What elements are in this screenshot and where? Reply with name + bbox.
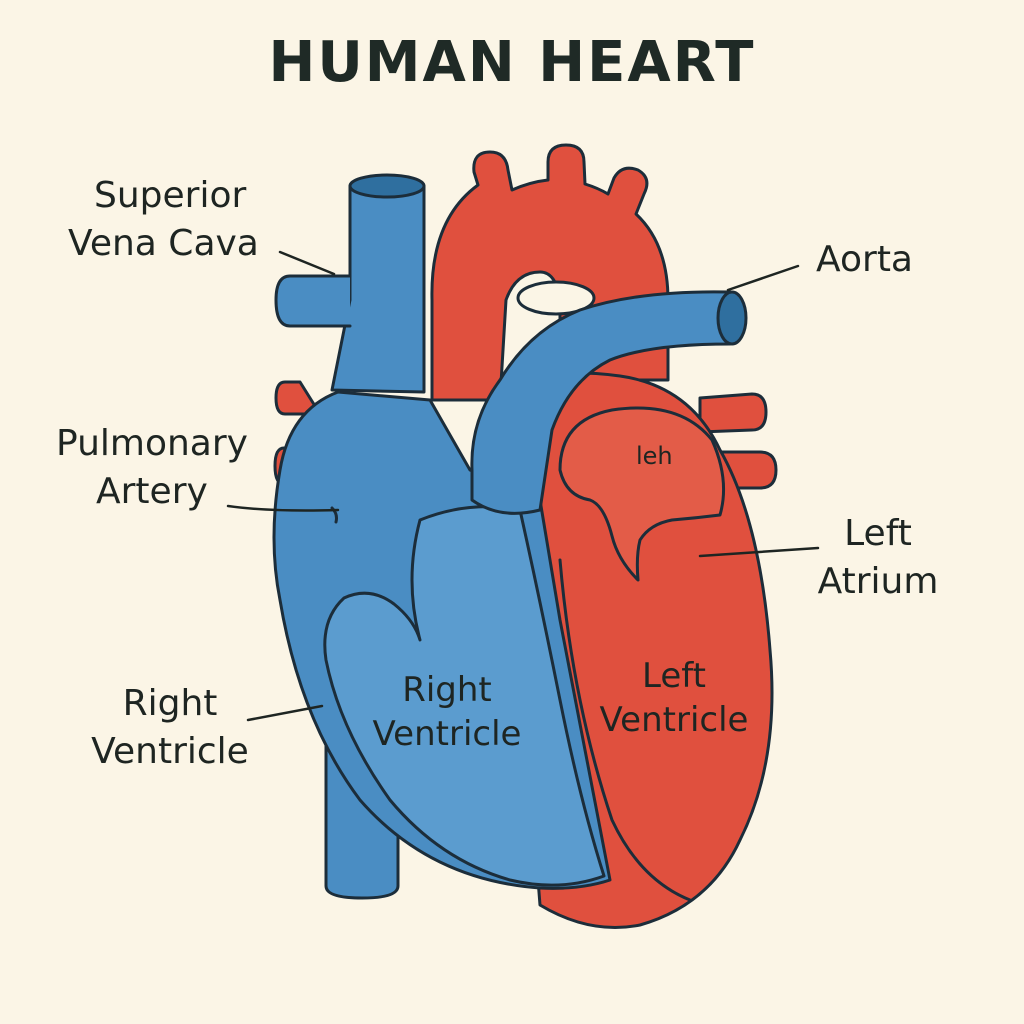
leader-aorta xyxy=(726,264,800,292)
superior-vena-cava-opening xyxy=(348,173,426,199)
label-aorta: Aorta xyxy=(816,239,913,280)
right-ventricle-region xyxy=(323,505,606,887)
leader-right-ventricle xyxy=(246,704,324,722)
label-right-ventricle-outer: Right Ventricle xyxy=(84,680,256,776)
label-pulmonary-artery-line1: Pulmonary xyxy=(56,423,248,464)
leader-left-atrium xyxy=(698,546,820,558)
label-superior-vena-cava-line2: Vena Cava xyxy=(68,223,259,264)
left-pulmonary-vein-upper xyxy=(274,380,322,416)
label-superior-vena-cava: Superior Vena Cava xyxy=(68,172,259,268)
label-pulmonary-artery-line2: Artery xyxy=(96,471,208,512)
label-right-ventricle-inner: Right Ventricle xyxy=(362,668,532,756)
label-superior-vena-cava-line1: Superior xyxy=(94,175,247,216)
label-left-ventricle-line2: Ventricle xyxy=(599,700,749,740)
page-title: HUMAN HEART xyxy=(268,30,756,95)
label-left-atrium-line1: Left xyxy=(844,513,912,554)
label-right-ventricle-outer-line1: Right xyxy=(122,683,218,724)
label-small-leh: leh xyxy=(636,442,673,470)
label-right-ventricle-outer-line2: Ventricle xyxy=(91,731,249,772)
label-left-ventricle-line1: Left xyxy=(642,656,706,696)
label-right-ventricle-inner-line2: Ventricle xyxy=(372,714,522,754)
label-right-ventricle-inner-line1: Right xyxy=(402,670,492,710)
label-left-ventricle: Left Ventricle xyxy=(592,654,756,742)
right-pulmonary-vein-upper xyxy=(698,392,768,434)
aortic-arch-opening xyxy=(516,280,596,316)
sv-branch xyxy=(274,274,352,328)
pulmonary-trunk-opening xyxy=(716,290,748,346)
label-pulmonary-artery: Pulmonary Artery xyxy=(56,420,248,516)
leader-superior-vena-cava xyxy=(278,250,336,276)
left-ventricle-inner-line xyxy=(558,558,692,902)
label-left-atrium-line2: Atrium xyxy=(817,561,939,602)
label-left-atrium: Left Atrium xyxy=(812,510,944,606)
left-atrium-lobe xyxy=(558,406,726,582)
leader-pulmonary-artery xyxy=(226,504,340,512)
